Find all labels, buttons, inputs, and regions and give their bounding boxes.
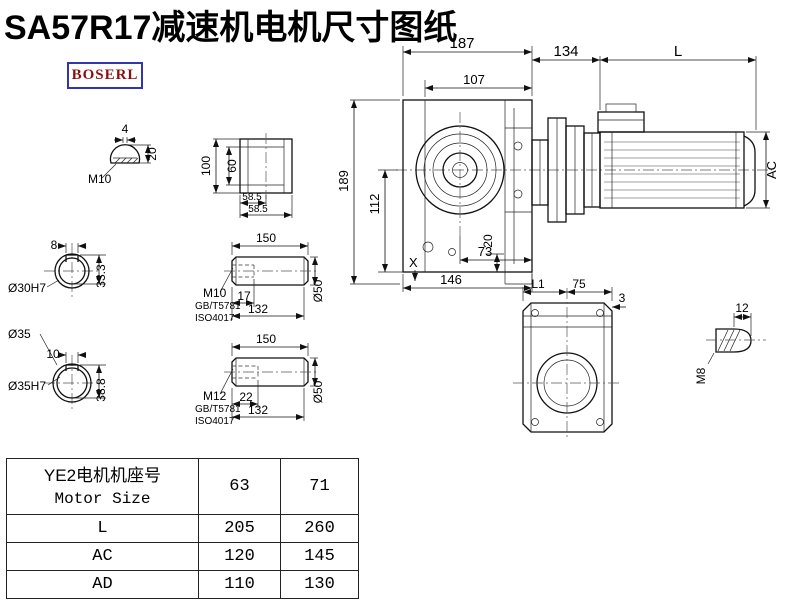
dim-75: 75 <box>572 277 586 291</box>
bolt-end-view: 12 M8 <box>694 301 766 384</box>
thread-m12: M12 <box>203 389 227 403</box>
bore-30-label: Ø30H7 <box>8 281 46 295</box>
header-label-en: Motor Size <box>54 489 151 508</box>
std-gb: GB/T5781 <box>195 301 241 312</box>
dim-AC: AC <box>764 161 779 179</box>
dim-8: 8 <box>51 238 58 252</box>
table-row-L: L 205 260 <box>6 514 359 543</box>
motor-body <box>599 131 745 209</box>
dim-132: 132 <box>248 302 268 316</box>
header-motor-size-cell: YE2电机机座号 Motor Size <box>6 458 199 515</box>
row-value: 205 <box>198 514 281 543</box>
dim-187: 187 <box>449 35 474 52</box>
dim-73: 73 <box>478 244 492 259</box>
dim-38-8: 38.8 <box>94 378 108 402</box>
row-value: 120 <box>198 542 281 571</box>
thread-label-m10: M10 <box>88 172 112 186</box>
dim-4: 4 <box>122 122 129 136</box>
table-row-AD: AD 110 130 <box>6 570 359 599</box>
boserl-logo: BOSERL <box>67 62 143 89</box>
row-label: AC <box>6 542 199 571</box>
row-label: L <box>6 514 199 543</box>
output-flange-view: L1 75 3 <box>513 277 626 440</box>
dim-17: 17 <box>237 289 251 303</box>
dim-20-bottom: 20 <box>481 234 495 248</box>
std-iso: ISO4017 <box>195 313 235 324</box>
header-label-cn: YE2电机机座号 <box>43 465 162 485</box>
bore-35-label: Ø35H7 <box>8 379 46 393</box>
dim-dia-50-b: Ø50 <box>311 380 325 403</box>
dim-100: 100 <box>199 156 213 176</box>
shaft-detail-m12: 150 M12 GB/T5781 ISO4017 22 132 Ø50 <box>195 332 325 427</box>
dim-dia-50: Ø50 <box>311 279 325 302</box>
row-value: 145 <box>280 542 359 571</box>
dim-134: 134 <box>553 43 578 60</box>
dim-60: 60 <box>225 159 239 173</box>
thread-m8: M8 <box>694 367 708 384</box>
page-title: SA57R17减速机电机尺寸图纸 <box>4 9 458 47</box>
shaft-35-label: Ø35 <box>8 327 31 341</box>
dim-150: 150 <box>256 231 276 245</box>
row-label: AD <box>6 570 199 599</box>
dim-L: L <box>674 43 682 60</box>
x-position-label: X <box>409 255 418 270</box>
gearbox-front-view: 187 107 189 112 20 73 146 X <box>336 35 533 292</box>
std-iso-b: ISO4017 <box>195 416 235 427</box>
dim-20: 20 <box>145 147 159 161</box>
shaft-detail-m10: 150 M10 GB/T5781 ISO4017 17 132 Ø50 <box>195 231 325 324</box>
thread-m10: M10 <box>203 286 227 300</box>
dim-3: 3 <box>619 291 626 305</box>
dim-58-5-b: 58.5 <box>248 204 268 215</box>
frame-size-63: 63 <box>198 458 281 515</box>
dim-189: 189 <box>336 170 351 192</box>
motor-side-view: 134 L AC <box>531 43 779 223</box>
row-value: 110 <box>198 570 281 599</box>
dim-150-b: 150 <box>256 332 276 346</box>
dim-33-3: 33.3 <box>94 264 108 288</box>
dim-22: 22 <box>239 390 253 404</box>
dim-132-b: 132 <box>248 403 268 417</box>
dim-146: 146 <box>440 272 462 287</box>
row-value: 130 <box>280 570 359 599</box>
std-gb-b: GB/T5781 <box>195 404 241 415</box>
terminal-box <box>597 111 645 133</box>
bore-30-end-view: 8 Ø30H7 33.3 <box>8 238 108 299</box>
dim-58-5-a: 58.5 <box>242 192 262 203</box>
table-row-AC: AC 120 145 <box>6 542 359 571</box>
dim-10: 10 <box>46 347 60 361</box>
dim-12: 12 <box>735 301 749 315</box>
table-header-row: YE2电机机座号 Motor Size 63 71 <box>6 458 359 515</box>
shaft-housing-top-view: 100 60 58.5 58.5 <box>199 133 293 218</box>
motor-size-table: YE2电机机座号 Motor Size 63 71 L 205 260 AC 1… <box>6 458 359 599</box>
row-value: 260 <box>280 514 359 543</box>
bore-35-end-view: Ø35 10 Ø35H7 38.8 <box>8 327 108 411</box>
keyshaft-section-view: 4 20 M10 <box>88 122 159 186</box>
dim-107: 107 <box>463 72 485 87</box>
frame-size-71: 71 <box>280 458 359 515</box>
dim-L1: L1 <box>531 277 545 291</box>
dim-112: 112 <box>367 194 382 215</box>
